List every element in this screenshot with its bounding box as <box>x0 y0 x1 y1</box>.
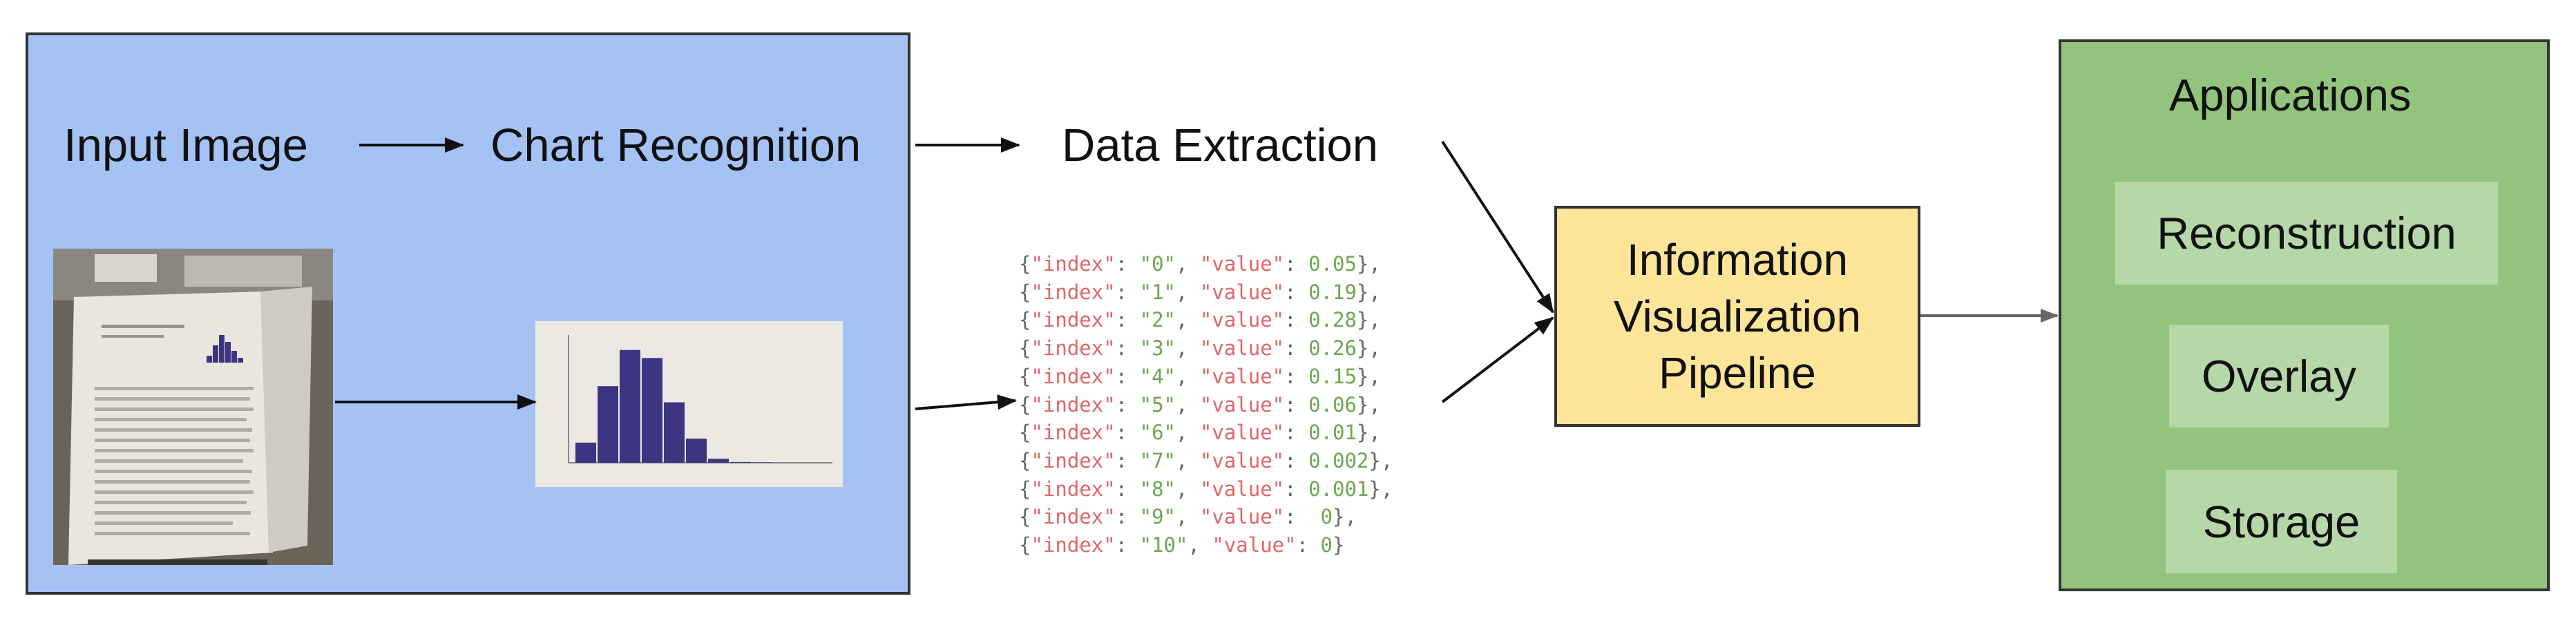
json-line: {"index": "3", "value": 0.26}, <box>1019 336 1381 361</box>
json-line: {"index": "1", "value": 0.19}, <box>1019 280 1381 304</box>
json-line: {"index": "5", "value": 0.06}, <box>1019 392 1381 416</box>
histogram-bar <box>620 349 640 463</box>
arrow-extraction-to-pipeline <box>1441 140 1554 314</box>
json-line: {"index": "7", "value": 0.002}, <box>1019 448 1393 472</box>
json-line: {"index": "0", "value": 0.05}, <box>1019 252 1381 276</box>
applications-title: Applications <box>2169 70 2412 120</box>
histogram-bar <box>708 459 729 463</box>
histogram-bar <box>642 358 662 463</box>
app-reconstruction: Reconstruction <box>2115 182 2498 285</box>
chart-recognition-label: Chart Recognition <box>490 119 861 171</box>
json-line: {"index": "8", "value": 0.001}, <box>1019 477 1393 501</box>
app-storage: Storage <box>2166 470 2397 573</box>
app-overlay: Overlay <box>2169 325 2389 428</box>
histogram-bar <box>598 386 618 463</box>
histogram-bar <box>664 402 685 463</box>
histogram-bar <box>730 461 751 463</box>
input-photo <box>53 249 333 565</box>
pipeline-line-3: Pipeline <box>1659 348 1816 398</box>
json-line: {"index": "2", "value": 0.28}, <box>1019 308 1381 332</box>
histogram-bar <box>686 439 707 463</box>
json-line: {"index": "4", "value": 0.15}, <box>1019 364 1381 388</box>
arrow-json-to-pipeline <box>1441 316 1554 403</box>
json-line: {"index": "10", "value": 0} <box>1019 533 1345 557</box>
pipeline-box: Information Visualization Pipeline <box>1554 206 1920 427</box>
pipeline-line-2: Visualization <box>1613 291 1862 341</box>
arrow-chart-to-json <box>915 394 1017 410</box>
input-image-label: Input Image <box>64 119 308 171</box>
histogram-bar <box>575 442 596 463</box>
json-output: {"index": "0", "value": 0.05}, {"index":… <box>1019 250 1393 559</box>
cropped-chart <box>535 321 843 487</box>
data-extraction-label: Data Extraction <box>1062 119 1379 171</box>
json-line: {"index": "6", "value": 0.01}, <box>1019 421 1381 445</box>
pipeline-line-1: Information <box>1626 235 1849 285</box>
json-line: {"index": "9", "value": 0}, <box>1019 505 1357 529</box>
histogram-bar <box>752 462 773 463</box>
